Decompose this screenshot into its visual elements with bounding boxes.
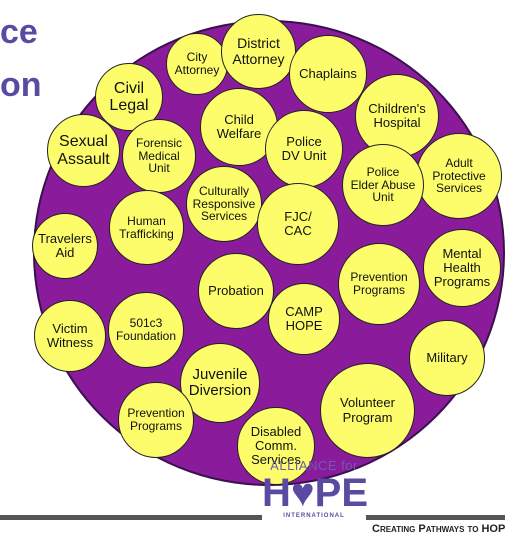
node-police-dv-unit: Police DV Unit	[265, 110, 343, 188]
node-juvenile-diversion: Juvenile Diversion	[180, 343, 260, 423]
footer-bar-left	[0, 515, 262, 520]
node-adult-protective-services: Adult Protective Services	[416, 133, 502, 219]
node-prevention-programs-right: Prevention Programs	[338, 243, 420, 325]
title-fragment-2: on	[0, 66, 42, 104]
node-victim-witness: Victim Witness	[34, 300, 106, 372]
tagline: Creating Pathways to HOPE	[372, 523, 505, 535]
node-volunteer-program: Volunteer Program	[320, 363, 415, 458]
node-501c3-foundation: 501c3 Foundation	[108, 292, 184, 368]
title-fragment-1: ce	[0, 13, 38, 51]
node-childrens-hospital: Children's Hospital	[355, 74, 439, 158]
node-travelers-aid: Travelers Aid	[32, 213, 98, 279]
logo-hope-text: H♥PE	[262, 471, 368, 515]
node-police-elder-abuse-unit: Police Elder Abuse Unit	[342, 144, 424, 226]
node-human-trafficking: Human Trafficking	[109, 190, 184, 265]
node-forensic-medical-unit: Forensic Medical Unit	[122, 119, 196, 193]
node-mental-health-programs: Mental Health Programs	[423, 229, 501, 307]
alliance-for-hope-logo: ALLIANCE for H♥PE INTERNATIONAL	[262, 458, 368, 548]
node-chaplains: Chaplains	[289, 35, 367, 113]
node-prevention-programs-bottom: Prevention Programs	[118, 382, 194, 458]
node-sexual-assault: Sexual Assault	[47, 114, 120, 187]
logo-top-text: ALLIANCE for	[270, 458, 358, 473]
logo-bottom-text: INTERNATIONAL	[283, 513, 345, 519]
node-fjc-cac: FJC/ CAC	[257, 183, 339, 265]
node-disabled-comm-services: Disabled Comm. Services	[237, 407, 315, 485]
footer-bar-right	[366, 515, 505, 520]
node-military: Military	[409, 320, 485, 396]
node-city-attorney: City Attorney	[166, 33, 228, 95]
node-camp-hope: CAMP HOPE	[268, 283, 340, 355]
node-probation: Probation	[198, 253, 274, 329]
node-culturally-responsive-services: Culturally Responsive Services	[186, 166, 262, 242]
node-district-attorney: District Attorney	[221, 14, 296, 89]
